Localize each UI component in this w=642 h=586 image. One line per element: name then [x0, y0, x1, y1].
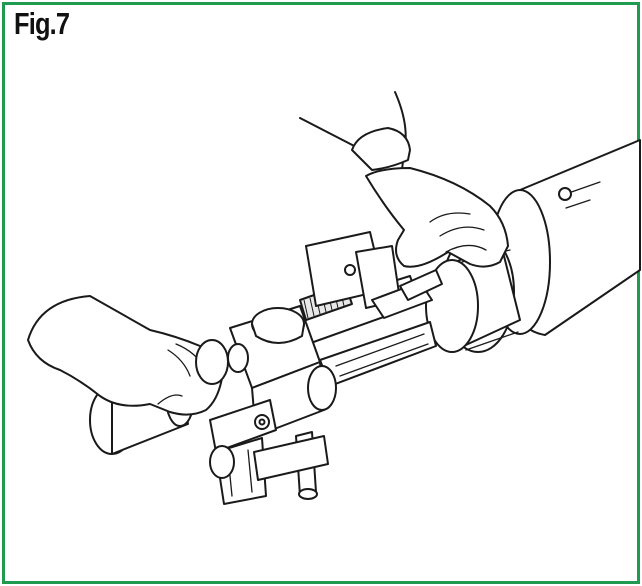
right-hand — [299, 91, 509, 268]
figure-label: Fig.7 — [14, 6, 70, 41]
left-hand — [27, 295, 249, 416]
bottom-pin — [209, 431, 329, 500]
top-knob — [251, 307, 305, 344]
upper-yoke — [305, 231, 443, 319]
